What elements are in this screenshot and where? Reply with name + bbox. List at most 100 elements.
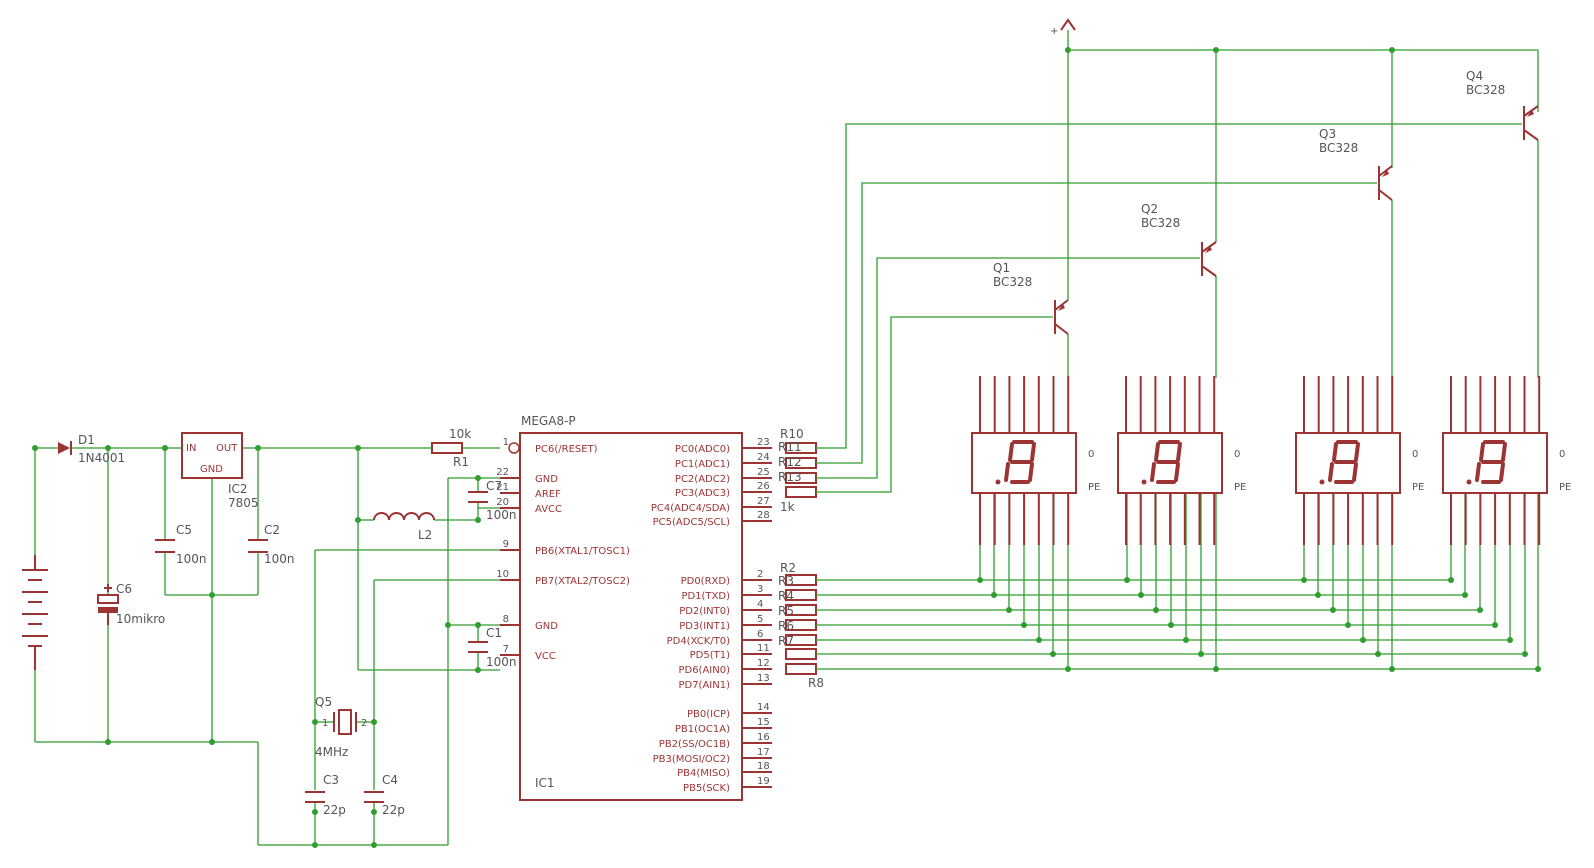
r6-label: R6 xyxy=(778,619,794,633)
display-segment xyxy=(1176,442,1182,462)
ic1-pin-number: 15 xyxy=(757,717,770,728)
display-decimal-point xyxy=(1141,479,1147,485)
c1-value: 100n xyxy=(486,655,517,669)
display-segment xyxy=(1028,462,1034,482)
q2-value: BC328 xyxy=(1141,216,1180,230)
ic1-pin-number: 5 xyxy=(757,614,763,625)
q4-value: BC328 xyxy=(1466,83,1505,97)
resistor-network: R10 R11 R12 R13 1k R2 R3 R4 R5 R6 R7 R8 xyxy=(778,427,824,690)
ic1-pin-name: PD1(TXD) xyxy=(681,591,730,602)
display-side-label: 0 xyxy=(1088,449,1094,460)
resistor-r1: 10k R1 xyxy=(431,427,471,469)
ic1-pin-number: 16 xyxy=(757,732,770,743)
ic1-pin-number: 1 xyxy=(503,437,509,448)
ic1-pin-number: 13 xyxy=(757,673,770,684)
seven-segment-display: 0PE xyxy=(1117,376,1246,545)
junction xyxy=(1375,651,1381,657)
junction xyxy=(1036,637,1042,643)
display-segment xyxy=(1354,442,1360,462)
junction xyxy=(991,592,997,598)
svg-text:2: 2 xyxy=(361,718,367,729)
junction xyxy=(1448,577,1454,583)
display-segment xyxy=(1030,442,1036,462)
ic1-pin-number: 19 xyxy=(757,776,770,787)
ic1-pin-number: 27 xyxy=(757,496,770,507)
ic1-pin-name: PB7(XTAL2/TOSC2) xyxy=(535,576,630,587)
ic1-pin-name: GND xyxy=(535,621,558,632)
c1-label: C1 xyxy=(486,626,502,640)
q5-label: Q5 xyxy=(315,695,332,709)
junction xyxy=(1507,637,1513,643)
ic1-pin-name: PC0(ADC0) xyxy=(675,444,730,455)
seven-segment-display: 0PE xyxy=(1442,376,1571,545)
ic1-pin-name: PD7(AIN1) xyxy=(678,680,730,691)
ic1-pin-name: VCC xyxy=(535,651,556,662)
ic1-pin-name: PC4(ADC4/SDA) xyxy=(651,503,730,514)
q4-label: Q4 xyxy=(1466,69,1483,83)
ic1-pin-number: 6 xyxy=(757,629,763,640)
ic1-pin-name: PD6(AIN0) xyxy=(678,665,730,676)
junction xyxy=(1168,622,1174,628)
resistor xyxy=(785,663,817,675)
junction xyxy=(1050,651,1056,657)
r1-label: R1 xyxy=(453,455,469,469)
display-segment xyxy=(1501,442,1507,462)
r11-label: R11 xyxy=(778,440,802,454)
c4-label: C4 xyxy=(382,773,398,787)
r3-label: R3 xyxy=(778,574,794,588)
ic1-pin-number: 21 xyxy=(496,482,509,493)
c4-value: 22p xyxy=(382,803,405,817)
junction xyxy=(1183,637,1189,643)
ic1-pin-name: PC5(ADC5/SCL) xyxy=(653,517,730,528)
display-segment xyxy=(1475,462,1481,482)
display-segment xyxy=(1332,442,1338,462)
ic1-pin-number: 25 xyxy=(757,467,770,478)
display-side-label: PE xyxy=(1088,482,1100,493)
ic1-pin-number: 22 xyxy=(496,467,509,478)
ic1-value: MEGA8-P xyxy=(521,414,576,428)
junction xyxy=(1522,651,1528,657)
c3-label: C3 xyxy=(323,773,339,787)
q3-label: Q3 xyxy=(1319,127,1336,141)
ic1-pin-name: PB3(MOSI/OC2) xyxy=(653,754,731,765)
display-wiring: + Q1 BC328 Q2 BC328 xyxy=(816,18,1571,672)
display-side-label: 0 xyxy=(1234,449,1240,460)
c7-value: 100n xyxy=(486,508,517,522)
ic1-pin-number: 24 xyxy=(757,452,770,463)
ic1-pin-number: 12 xyxy=(757,658,770,669)
capacitor-c1: C1 100n xyxy=(468,626,517,669)
junction xyxy=(1492,622,1498,628)
display-side-label: 0 xyxy=(1412,449,1418,460)
display-segment xyxy=(1008,442,1014,462)
transistor-q2: Q2 BC328 xyxy=(1141,202,1217,277)
capacitor-c7: C7 100n xyxy=(468,479,517,522)
r5-label: R5 xyxy=(778,604,794,618)
display-body xyxy=(971,432,1077,494)
ic2-gnd-pin: GND xyxy=(200,464,223,475)
r13-label: R13 xyxy=(778,470,802,484)
c6-value: 10mikro xyxy=(116,612,165,626)
ic1-pin-number: 9 xyxy=(503,539,509,550)
junction xyxy=(1153,607,1159,613)
ic1-pin-name: PD4(XCK/T0) xyxy=(667,636,730,647)
q5-value: 4MHz xyxy=(315,745,348,759)
ic1-pin-number: 2 xyxy=(757,569,763,580)
junction xyxy=(977,577,983,583)
ic1-pin-name: PB0(ICP) xyxy=(687,709,730,720)
crystal-q5: Q5 4MHz 1 2 xyxy=(315,695,367,759)
c2-label: C2 xyxy=(264,523,280,537)
junction xyxy=(1330,607,1336,613)
display-segment xyxy=(1352,462,1358,482)
transistor-q1: Q1 BC328 xyxy=(993,261,1069,335)
r10-label: R10 xyxy=(780,427,804,441)
display-decimal-point xyxy=(995,479,1001,485)
display-side-label: PE xyxy=(1559,482,1571,493)
ic1-pin-number: 28 xyxy=(757,510,770,521)
ic1-pin-number: 11 xyxy=(757,643,770,654)
seven-segment-display: 0PE xyxy=(1295,376,1424,545)
ic1-pin-name: PB2(SS/OC1B) xyxy=(659,739,730,750)
ic1-pin-number: 26 xyxy=(757,481,770,492)
ic1-pin-name: GND xyxy=(535,474,558,485)
junction xyxy=(1301,577,1307,583)
